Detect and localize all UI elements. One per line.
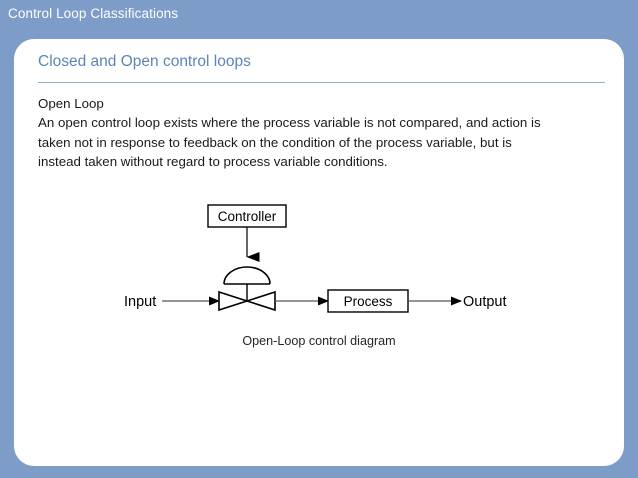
- body-heading: Open Loop: [38, 96, 104, 111]
- body-line: instead taken without regard to process …: [38, 154, 388, 170]
- content-card: Closed and Open control loops Open Loop …: [14, 39, 624, 466]
- body-line: taken not in response to feedback on the…: [38, 134, 512, 150]
- body-text-block: Open Loop An open control loop exists wh…: [38, 94, 603, 172]
- diagram-svg: Controller Input: [124, 204, 507, 313]
- controller-block: Controller: [207, 204, 287, 228]
- control-valve-icon: [218, 290, 276, 312]
- diagram-caption: Open-Loop control diagram: [242, 334, 396, 348]
- process-box: [327, 289, 409, 313]
- valve-right-triangle: [244, 290, 276, 312]
- diaphragm-actuator-icon: [223, 266, 271, 301]
- slide-header-title: Control Loop Classifications: [8, 6, 179, 21]
- card-title: Closed and Open control loops: [38, 53, 251, 70]
- process-block: Process: [327, 289, 409, 313]
- actuator-dome: [223, 266, 271, 285]
- body-line: An open control loop exists where the pr…: [38, 115, 541, 131]
- slide-header-bar: Control Loop Classifications: [0, 0, 638, 28]
- controller-box: [207, 204, 287, 228]
- input-label: Input: [124, 294, 156, 310]
- title-divider: [38, 82, 605, 83]
- output-label: Output: [463, 294, 507, 310]
- valve-left-triangle: [218, 290, 250, 312]
- controller-label: Controller: [218, 209, 277, 224]
- process-label: Process: [344, 294, 393, 309]
